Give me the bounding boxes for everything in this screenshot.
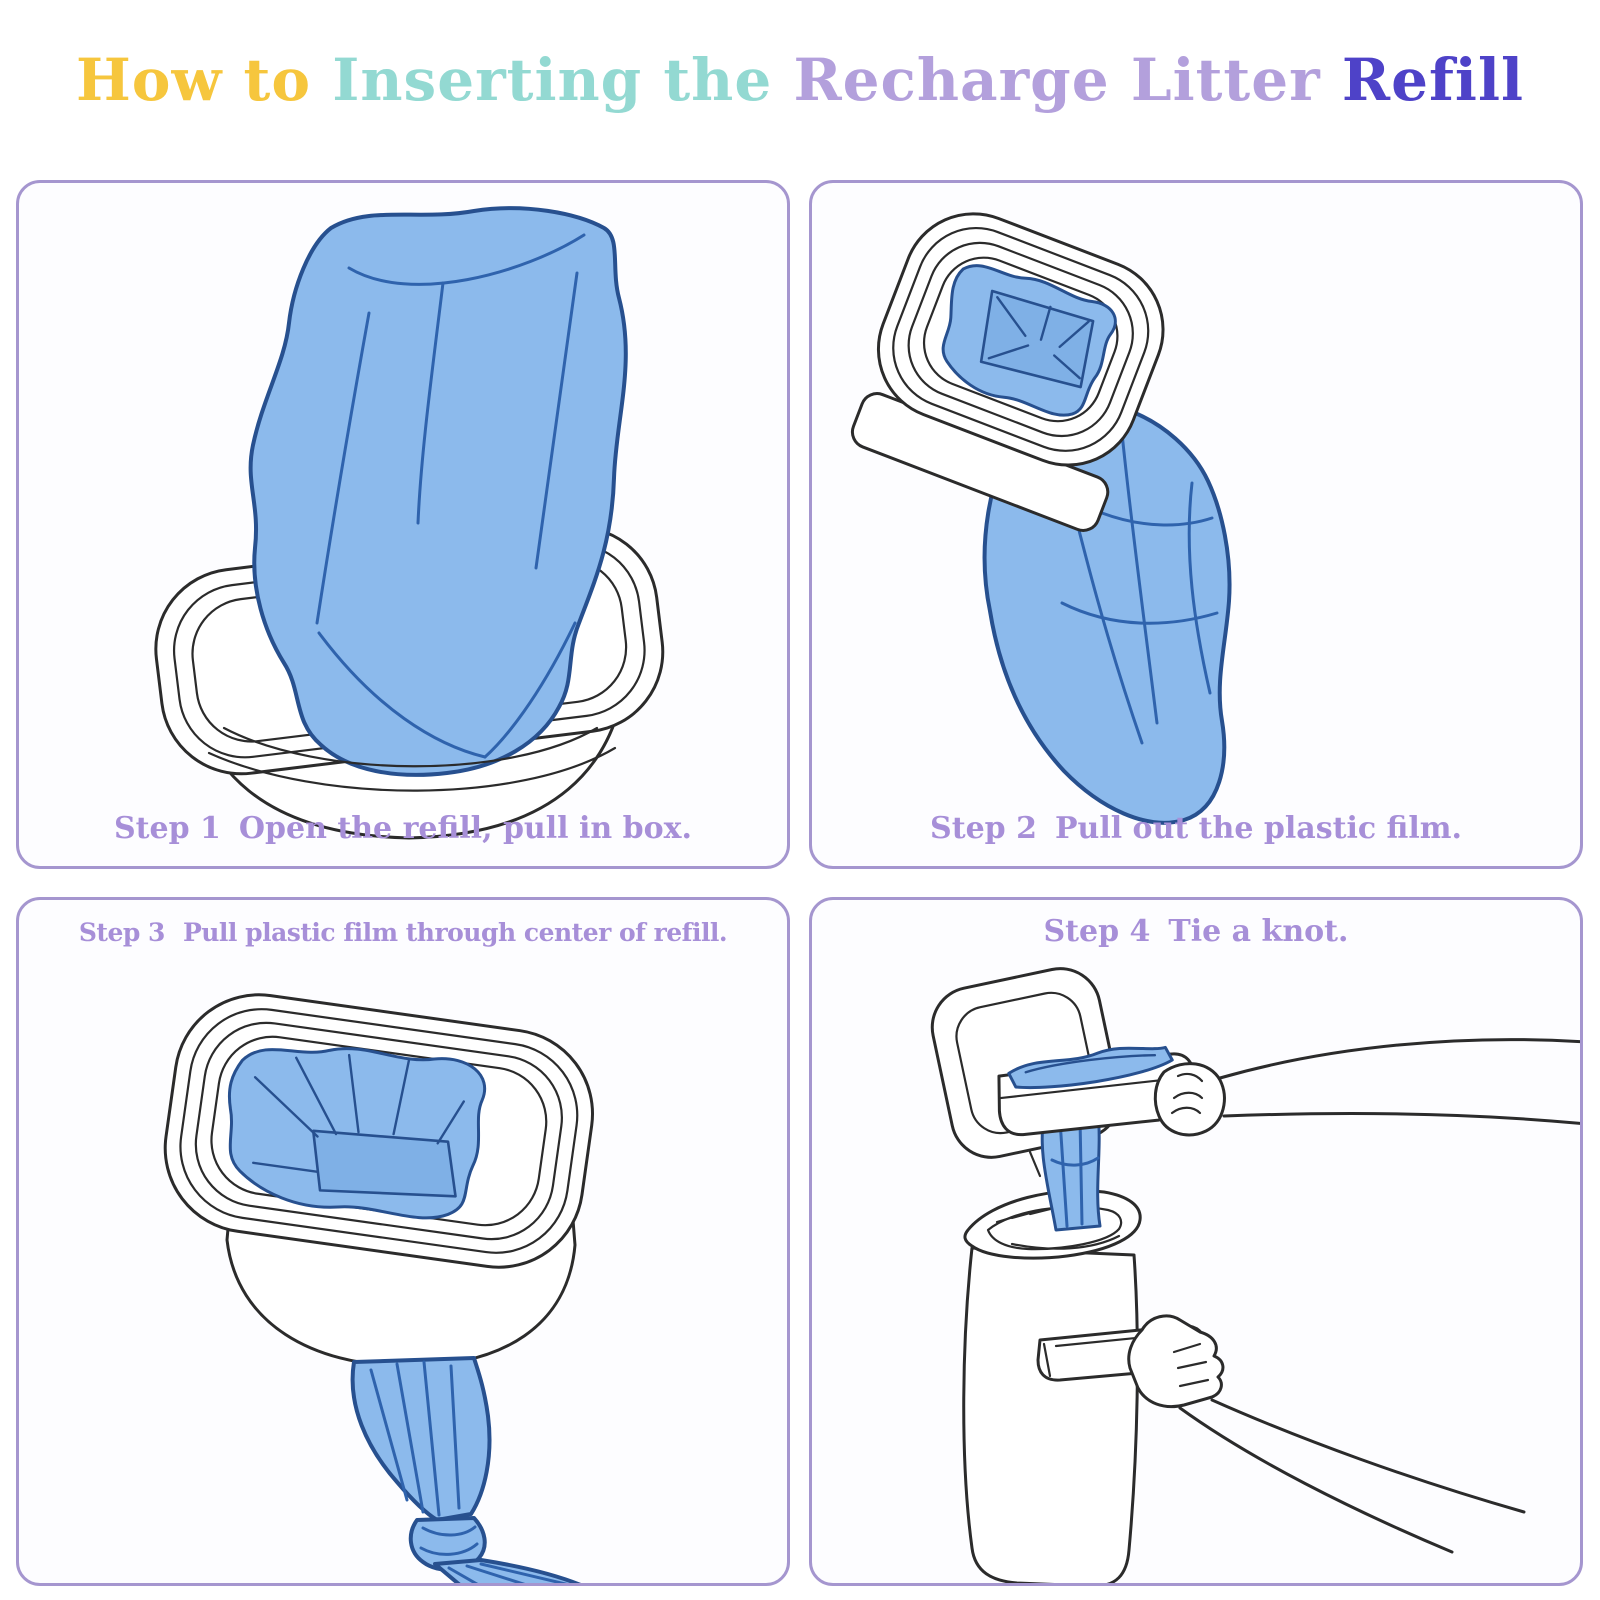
hand-holding-handle xyxy=(1127,1314,1526,1554)
step-3-text: Pull plastic film through center of refi… xyxy=(182,918,728,947)
title-segment-recharge-litter: Recharge Litter xyxy=(793,46,1342,114)
title-segment-refill: Refill xyxy=(1341,46,1525,114)
step-3-caption: Step 3 Pull plastic film through center o… xyxy=(19,918,787,947)
step-4-text: Tie a knot. xyxy=(1168,914,1349,949)
step-1-panel: Step 1 Open the refill, pull in box. xyxy=(16,180,790,869)
refill-tray xyxy=(997,1045,1196,1137)
illustration-refill-bag-in-box-icon xyxy=(154,206,665,840)
hand-holding-tray xyxy=(1153,1038,1580,1137)
step-4-panel: Step 4 Tie a knot. xyxy=(809,897,1583,1586)
title-segment-how-to: How to xyxy=(75,46,333,114)
illustration-film-pulled-out-icon xyxy=(850,212,1232,825)
step-4-label: Step 4 xyxy=(1043,914,1151,949)
step-2-caption: Step 2 Pull out the plastic film. xyxy=(812,811,1580,846)
step-2-text: Pull out the plastic film. xyxy=(1054,811,1462,846)
plastic-film-ribbon xyxy=(1040,1110,1102,1232)
page-title: How to Inserting the Recharge Litter Ref… xyxy=(0,46,1600,114)
step-4-caption: Step 4 Tie a knot. xyxy=(812,914,1580,949)
illustration-film-through-center-icon xyxy=(163,993,595,1583)
step-3-label: Step 3 xyxy=(78,918,166,947)
step-2-panel: Step 2 Pull out the plastic film. xyxy=(809,180,1583,869)
illustration-refill-into-litter-pail-icon xyxy=(930,967,1580,1583)
title-segment-inserting-the: Inserting the xyxy=(332,46,794,114)
step-1-caption: Step 1 Open the refill, pull in box. xyxy=(19,811,787,846)
step-2-label: Step 2 xyxy=(930,811,1037,846)
step-3-panel: Step 3 Pull plastic film through center o… xyxy=(16,897,790,1586)
step-1-label: Step 1 xyxy=(114,811,221,846)
step-1-text: Open the refill, pull in box. xyxy=(238,811,692,846)
litter-pail-body xyxy=(962,1246,1139,1583)
